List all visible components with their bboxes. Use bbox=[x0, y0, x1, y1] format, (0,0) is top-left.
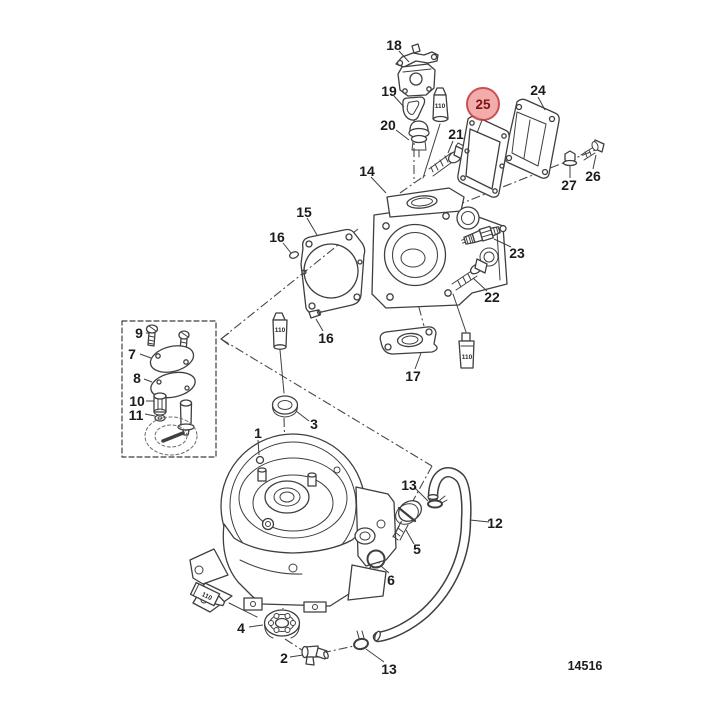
drawing-number: 14516 bbox=[568, 659, 603, 673]
part-25-gasket bbox=[457, 115, 510, 198]
part-18-thermostat-cover bbox=[395, 43, 439, 97]
part-14-cylinder-block bbox=[371, 187, 508, 309]
callout-21: 21 bbox=[448, 126, 464, 142]
inset-kit-box bbox=[121, 320, 217, 458]
callout-25-highlighted[interactable]: 25 bbox=[475, 97, 491, 112]
sealant-label-top: 110 bbox=[435, 103, 446, 110]
callout-13-upper: 13 bbox=[401, 477, 417, 493]
part-20-thermostat bbox=[408, 120, 430, 158]
callout-5: 5 bbox=[413, 541, 421, 557]
part-23-spark-plug bbox=[461, 224, 507, 245]
part-3-seal bbox=[271, 395, 299, 418]
callout-4: 4 bbox=[237, 620, 245, 636]
part-13-clamp-lower bbox=[353, 630, 369, 651]
callout-10: 10 bbox=[129, 393, 145, 409]
callout-26: 26 bbox=[585, 168, 601, 184]
callout-19: 19 bbox=[381, 83, 397, 99]
callout-23: 23 bbox=[509, 245, 525, 261]
part-1-main-body bbox=[189, 433, 397, 613]
part-16-dowel-lower bbox=[308, 309, 322, 319]
callout-13-lower: 13 bbox=[381, 661, 397, 677]
callout-16-upper: 16 bbox=[269, 229, 285, 245]
callout-12: 12 bbox=[487, 515, 503, 531]
callout-1: 1 bbox=[254, 425, 262, 441]
callout-16-lower: 16 bbox=[318, 330, 334, 346]
callout-11: 11 bbox=[129, 407, 144, 423]
callout-3: 3 bbox=[310, 416, 318, 432]
sealant-label-bottom: 110 bbox=[200, 591, 213, 602]
part-15-head-gasket bbox=[300, 228, 366, 315]
part-17-plate-gasket bbox=[379, 326, 438, 355]
callout-27: 27 bbox=[561, 177, 577, 193]
callout-17: 17 bbox=[405, 368, 421, 384]
callout-24: 24 bbox=[530, 82, 546, 98]
callout-6: 6 bbox=[387, 572, 395, 588]
highlight-part-25[interactable]: 25 bbox=[466, 87, 500, 121]
kit-fitting-right bbox=[177, 399, 195, 436]
callout-9: 9 bbox=[135, 325, 143, 341]
part-13-clamp-upper bbox=[427, 495, 448, 509]
callout-18: 18 bbox=[386, 37, 402, 53]
sealant-label-center: 110 bbox=[275, 327, 286, 334]
part-19-gasket bbox=[402, 96, 426, 121]
part-6-o-ring bbox=[366, 549, 386, 569]
sealant-tube-right bbox=[452, 293, 475, 369]
part-7-cover-plate bbox=[149, 345, 195, 373]
kit-phantom-casting bbox=[144, 416, 198, 456]
callout-2: 2 bbox=[280, 650, 288, 666]
sealant-tube-center bbox=[272, 312, 288, 394]
part-2-fitting bbox=[301, 645, 329, 666]
callout-14: 14 bbox=[359, 163, 375, 179]
sealant-label-right: 110 bbox=[462, 354, 473, 361]
parts-artwork bbox=[121, 43, 605, 666]
callout-labels: 18 19 20 21 24 26 27 14 15 16 16 23 22 1… bbox=[128, 37, 602, 677]
part-9-screws bbox=[145, 324, 190, 353]
highlight-circle[interactable] bbox=[466, 87, 500, 121]
sealant-tube-top bbox=[422, 87, 449, 179]
part-27-nut bbox=[562, 150, 578, 167]
callout-20: 20 bbox=[380, 117, 396, 133]
callout-8: 8 bbox=[133, 370, 141, 386]
sealant-tube-bottom bbox=[189, 581, 258, 618]
part-5-drain-screw bbox=[392, 500, 423, 541]
callout-15: 15 bbox=[296, 204, 312, 220]
part-24-cover bbox=[504, 98, 560, 179]
callout-7: 7 bbox=[128, 346, 136, 362]
part-22-bolt bbox=[451, 258, 488, 291]
part-4-bearing bbox=[263, 609, 301, 639]
part-12-hose bbox=[372, 467, 472, 643]
part-10-check-valve bbox=[153, 392, 167, 416]
part-8-cover-gasket bbox=[150, 371, 196, 399]
part-26-bolt bbox=[580, 139, 605, 161]
callout-22: 22 bbox=[484, 289, 500, 305]
leader-lines bbox=[139, 50, 597, 663]
part-16-dowel-upper bbox=[288, 251, 300, 259]
